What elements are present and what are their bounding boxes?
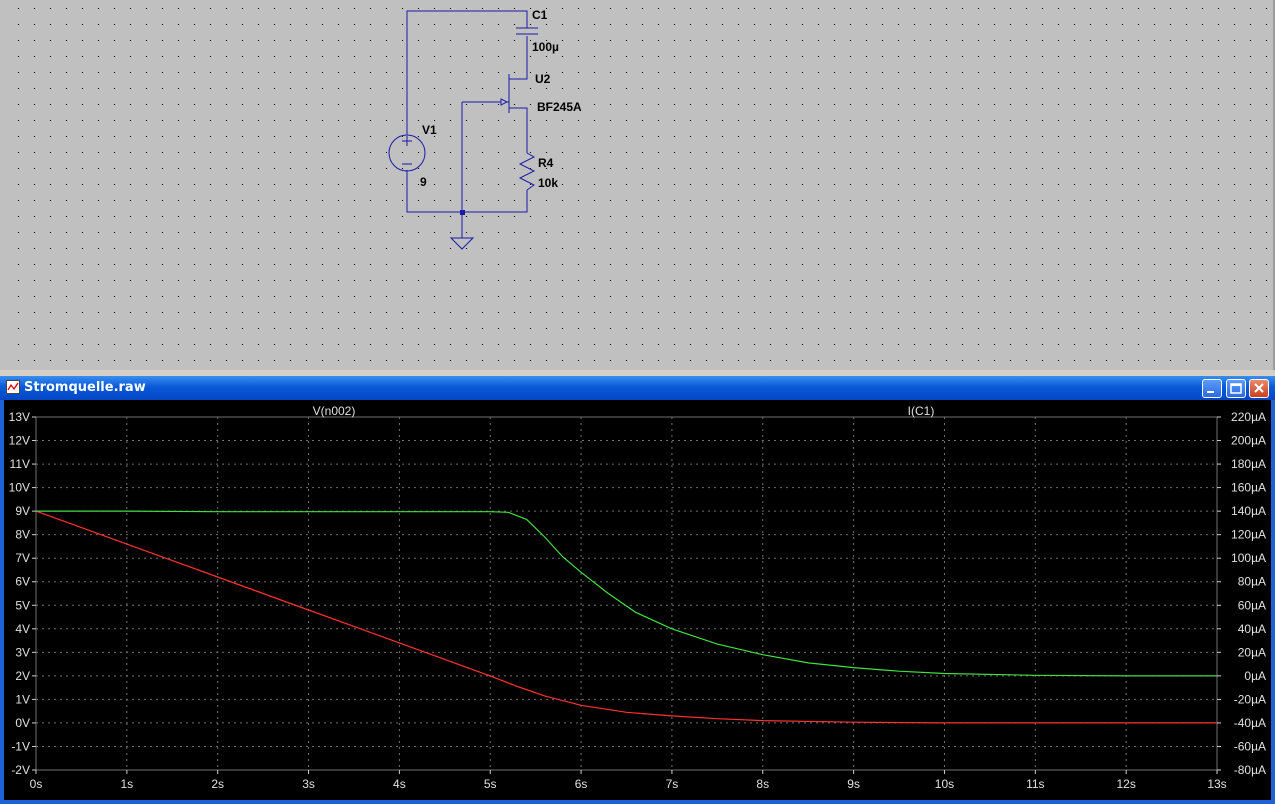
x-tick-label: 9s — [847, 777, 860, 791]
left-tick-label: 1V — [15, 692, 30, 706]
u2-value-label[interactable]: BF245A — [537, 100, 582, 114]
left-tick-label: 10V — [9, 481, 30, 495]
right-tick-label: 160µA — [1231, 481, 1266, 495]
left-tick-label: 0V — [15, 716, 30, 730]
right-tick-label: 100µA — [1231, 551, 1266, 565]
x-tick-label: 13s — [1207, 777, 1226, 791]
x-tick-label: 12s — [1116, 777, 1135, 791]
capacitor-c1-symbol[interactable] — [516, 27, 538, 35]
axis-ticks: 13V 220µA 12V 200µA 11V 180µA 10V 160µA 9V 140µA 8… — [9, 410, 1266, 791]
x-tick-label: 6s — [575, 777, 588, 791]
x-tick-label: 5s — [484, 777, 497, 791]
waveform-window[interactable]: Stromquelle.raw 13V 220µA 12V 200µA 11V 180µA… — [0, 372, 1275, 804]
right-tick-label: 20µA — [1238, 645, 1266, 659]
window-title: Stromquelle.raw — [24, 380, 146, 395]
trace-layer[interactable] — [35, 510, 1217, 724]
right-tick-label: 120µA — [1231, 528, 1266, 542]
wires[interactable] — [406, 10, 528, 238]
right-tick-label: 140µA — [1231, 504, 1266, 518]
right-tick-label: -40µA — [1234, 716, 1266, 730]
maximize-button[interactable] — [1226, 379, 1246, 398]
right-tick-label: 0µA — [1244, 669, 1266, 683]
window-titlebar[interactable]: Stromquelle.raw — [0, 376, 1275, 400]
left-tick-label: 7V — [15, 551, 30, 565]
grid-lines — [35, 416, 1218, 771]
schematic-grid — [4, 0, 1269, 366]
v1-name-label[interactable]: V1 — [422, 123, 437, 137]
x-tick-label: 4s — [393, 777, 406, 791]
plot-frame: 13V 220µA 12V 200µA 11V 180µA 10V 160µA 9V 140µA 8… — [0, 400, 1275, 804]
right-tick-label: -80µA — [1234, 763, 1266, 777]
waveform-plot[interactable]: 13V 220µA 12V 200µA 11V 180µA 10V 160µA 9V 140µA 8… — [4, 400, 1271, 800]
x-tick-label: 3s — [302, 777, 315, 791]
x-tick-label: 1s — [121, 777, 134, 791]
left-tick-label: -1V — [11, 739, 30, 753]
left-tick-label: 12V — [9, 434, 30, 448]
left-tick-label: 9V — [15, 504, 30, 518]
right-tick-label: 40µA — [1238, 622, 1266, 636]
trace-label-v-n002[interactable]: V(n002) — [313, 404, 356, 418]
x-tick-label: 7s — [666, 777, 679, 791]
waveform-app-icon — [6, 380, 20, 394]
r4-value-label[interactable]: 10k — [538, 176, 558, 190]
trace-v-n002[interactable] — [35, 510, 1217, 724]
left-tick-label: 3V — [15, 645, 30, 659]
c1-value-label[interactable]: 100µ — [532, 40, 559, 54]
x-tick-label: 2s — [211, 777, 224, 791]
right-tick-label: -20µA — [1234, 692, 1266, 706]
schematic-drawing[interactable]: C1 100µ U2 BF245A V1 9 R4 10k — [4, 0, 1269, 366]
maximize-icon — [1230, 383, 1242, 394]
trace-i-c1[interactable] — [36, 510, 1217, 677]
plot-background — [4, 400, 1271, 800]
x-tick-label: 11s — [1026, 777, 1044, 791]
right-tick-label: 60µA — [1238, 598, 1266, 612]
left-tick-label: 6V — [15, 575, 30, 589]
left-tick-label: 4V — [15, 622, 30, 636]
schematic-canvas[interactable]: C1 100µ U2 BF245A V1 9 R4 10k — [0, 0, 1275, 370]
jfet-u2-symbol[interactable] — [494, 74, 513, 113]
x-tick-label: 10s — [935, 777, 954, 791]
resistor-r4-symbol[interactable] — [518, 152, 536, 191]
close-button[interactable] — [1249, 379, 1269, 398]
left-tick-label: 13V — [9, 410, 30, 424]
left-tick-label: 2V — [15, 669, 30, 683]
v1-value-label[interactable]: 9 — [420, 175, 427, 189]
minimize-icon — [1207, 391, 1214, 393]
left-tick-label: 11V — [10, 457, 30, 471]
right-tick-label: 80µA — [1238, 575, 1266, 589]
junction-dot — [460, 210, 465, 215]
x-tick-label: 0s — [30, 777, 43, 791]
voltage-source-v1-symbol[interactable] — [388, 134, 426, 172]
left-tick-label: 5V — [15, 598, 30, 612]
left-tick-label: 8V — [15, 528, 30, 542]
right-tick-label: 220µA — [1231, 410, 1266, 424]
trace-label-i-c1[interactable]: I(C1) — [908, 404, 935, 418]
ground-symbol[interactable] — [449, 237, 475, 250]
right-tick-label: 180µA — [1231, 457, 1266, 471]
c1-name-label[interactable]: C1 — [532, 8, 548, 22]
right-tick-label: 200µA — [1231, 434, 1266, 448]
left-tick-label: -2V — [11, 763, 30, 777]
u2-name-label[interactable]: U2 — [535, 72, 551, 86]
x-tick-label: 8s — [756, 777, 769, 791]
right-tick-label: -60µA — [1234, 739, 1266, 753]
close-icon — [1254, 383, 1264, 393]
r4-name-label[interactable]: R4 — [538, 156, 554, 170]
minimize-button[interactable] — [1202, 379, 1222, 398]
